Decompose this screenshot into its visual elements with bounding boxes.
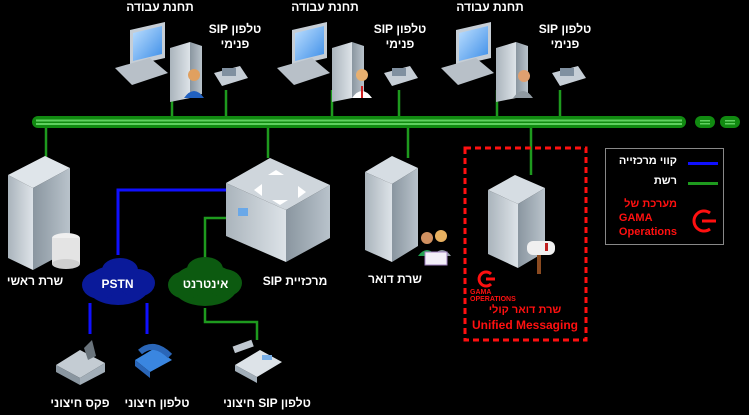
workstation-2[interactable] <box>277 22 418 102</box>
mail-server[interactable] <box>365 156 451 266</box>
external-phone-label: טלפון חיצוני <box>124 396 190 410</box>
sip-phone-2-label: טלפון SIP פנימי <box>370 22 430 52</box>
fax-machine[interactable] <box>56 340 105 385</box>
trunk-links <box>88 188 228 334</box>
voice-mail-label-hebrew: שרת דואר קולי <box>488 304 562 316</box>
pstn-cloud <box>82 258 155 305</box>
sip-phone-1-label-line2: פנימי <box>220 37 250 51</box>
legend-gama-line3: Operations <box>618 226 677 238</box>
sip-phone-1-label: טלפון SIP פנימי <box>205 22 265 52</box>
voice-mail-label-english: Unified Messaging <box>471 318 578 332</box>
gama-logo-text-line2: OPERATIONS <box>470 296 516 303</box>
sip-phone-2-label-line2: פנימי <box>385 37 415 51</box>
workstation-1[interactable] <box>115 22 248 102</box>
legend-network-label: רשת <box>653 175 677 187</box>
internet-cloud <box>168 257 242 306</box>
network-backbone <box>32 116 740 128</box>
sip-phone-3-label-line1: טלפון SIP <box>538 22 592 36</box>
main-server[interactable] <box>8 156 80 270</box>
sip-phone-1-label-line1: טלפון SIP <box>208 22 262 36</box>
internet-label: אינטרנט <box>182 277 229 291</box>
legend: קווי מרכזייה רשת מערכת של GAMA Operation… <box>605 148 724 245</box>
gama-logo-icon <box>477 270 495 288</box>
pstn-label: PSTN <box>101 277 134 291</box>
external-sip-phone-label: טלפון SIP חיצוני <box>223 396 311 410</box>
gama-system-border <box>463 146 588 342</box>
external-phone[interactable] <box>135 343 173 378</box>
sip-phone-3-label-line2: פנימי <box>550 37 580 51</box>
main-server-label: שרת ראשי <box>6 274 64 288</box>
external-fax-label: פקס חיצוני <box>50 396 110 410</box>
legend-gama-icon <box>692 209 716 233</box>
mail-server-label: שרת דואר <box>368 272 422 286</box>
workstation-2-label: תחנת עבודה <box>291 0 359 14</box>
legend-gama-line2: GAMA <box>618 212 653 224</box>
gama-logo-text-line1: GAMA <box>470 289 492 296</box>
workstation-3-label: תחנת עבודה <box>456 0 524 14</box>
sip-pbx-label: מרכזיית SIP <box>262 274 328 288</box>
legend-trunk-line <box>688 162 718 165</box>
legend-trunk-label: קווי מרכזייה <box>618 155 677 167</box>
gama-logo-text: GAMA OPERATIONS <box>470 289 540 303</box>
sip-phone-3-label: טלפון SIP פנימי <box>535 22 595 52</box>
workstation-3[interactable] <box>441 22 586 102</box>
legend-gama-line1: מערכת של <box>624 198 677 210</box>
workstation-1-label: תחנת עבודה <box>126 0 194 14</box>
legend-network-line <box>688 182 718 185</box>
sip-phone-2-label-line1: טלפון SIP <box>373 22 427 36</box>
voice-mail-server[interactable] <box>488 175 555 274</box>
external-sip-phone[interactable] <box>232 339 282 383</box>
legend-gama-label: מערכת של GAMA Operations <box>619 197 677 239</box>
sip-pbx[interactable] <box>226 158 330 262</box>
